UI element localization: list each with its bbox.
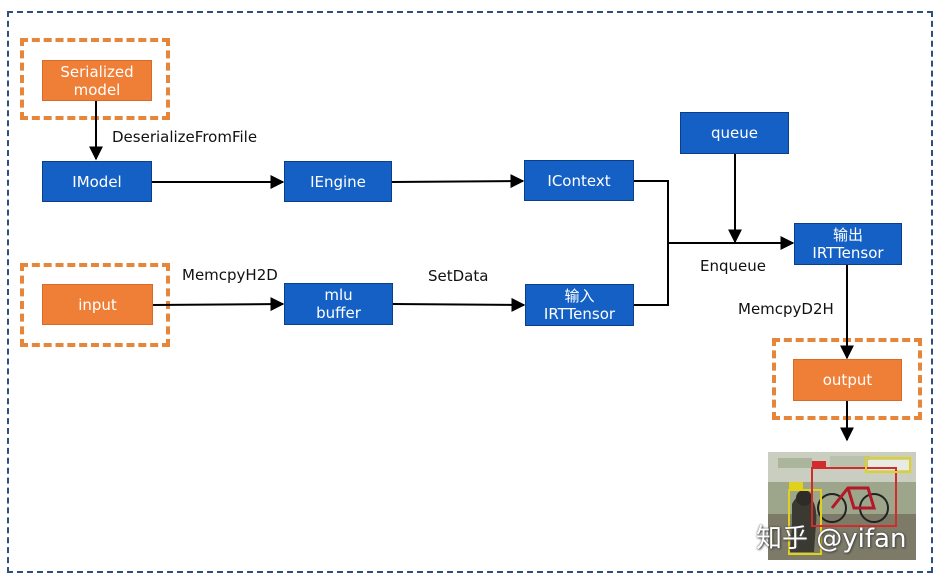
memcpy-d2h-label: MemcpyD2H: [738, 300, 834, 318]
memcpy-h2d-label: MemcpyH2D: [182, 266, 278, 284]
imodel-node: IModel: [42, 161, 152, 202]
output-tensor-node: 输出 IRTTensor: [794, 223, 902, 265]
input-tensor-node: 输入 IRTTensor: [525, 284, 634, 326]
queue-node: queue: [680, 112, 789, 154]
serialized-model-node: Serialized model: [42, 60, 152, 101]
iengine-node: IEngine: [284, 161, 392, 202]
arrow-input-to-mlu-buffer: [152, 297, 285, 312]
set-data-label: SetData: [428, 267, 489, 285]
watermark: 知乎 @yifan: [756, 524, 907, 554]
input-node: input: [42, 284, 153, 325]
arrow-mlu-buffer-to-input-tensor: [392, 297, 526, 312]
icontext-node: IContext: [524, 160, 634, 201]
deserialize-label: DeserializeFromFile: [112, 128, 258, 146]
enqueue-label: Enqueue: [700, 257, 766, 275]
arrow-iengine-to-icontext: [391, 174, 525, 189]
mlu-buffer-node: mlu buffer: [284, 283, 393, 325]
output-node: output: [793, 359, 902, 401]
diagram-frame: [7, 11, 933, 573]
detection-result-image: [768, 452, 916, 560]
line-icontext-to-junction: [634, 180, 669, 306]
